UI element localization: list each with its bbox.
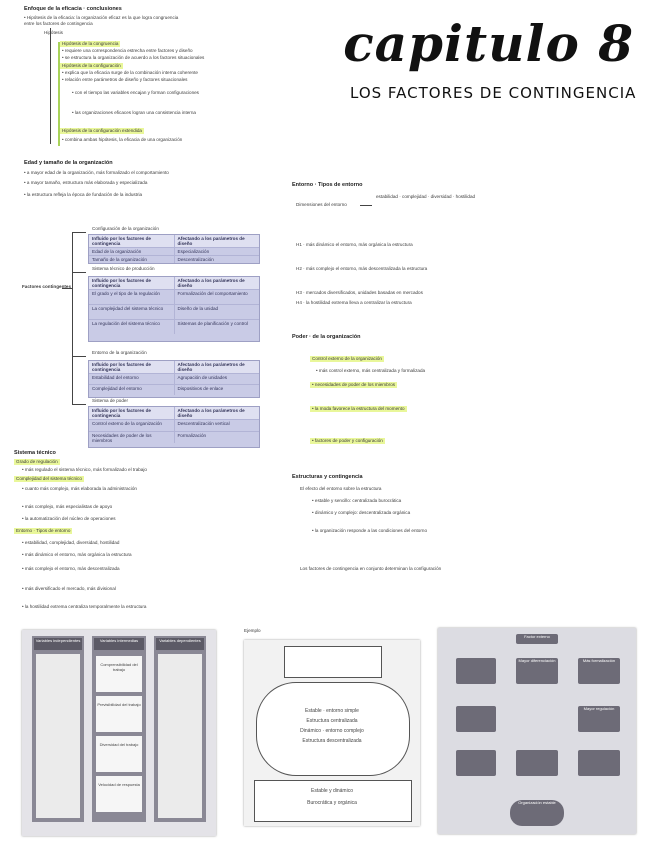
note-highlight: • factores de poder y configuración [310,438,385,445]
note-line: • las organizaciones eficaces logran una… [72,110,196,115]
note-line: • a mayor edad de la organización, más f… [24,170,169,175]
note-highlight: Hipótesis de la congruencia [60,41,121,48]
note-highlight: Entorno · Tipos de entorno [14,528,73,535]
note-highlight: • necesidades de poder de los miembros [310,382,398,389]
note-line: El efecto del entorno sobre la estructur… [300,486,382,491]
note-line: estabilidad · complejidad · diversidad ·… [376,194,476,199]
note-line: • la automatización del núcleo de operac… [22,516,116,521]
contingency-table: Influido por los factores de contingenci… [88,276,260,342]
note-line: entre los factores de contingencia [24,21,93,26]
notes-heading: Sistema técnico [14,450,56,456]
branch-label: Configuración de la organización [92,226,159,231]
notes-heading: Estructuras y contingencia [292,474,363,480]
note-line: H1 · más dinámico el entorno, más orgáni… [296,242,413,247]
note-line: • explica que la eficacia surge de la co… [62,70,198,75]
note-highlight: Complejidad del sistema técnico [14,476,84,483]
note-line: Hipótesis [44,30,63,35]
note-line: • más regulado el sistema técnico, más f… [22,467,147,472]
note-line: • la hostilidad extrema centraliza tempo… [22,604,147,609]
note-line: Los factores de contingencia en conjunto… [300,566,442,571]
notes-heading: Poder · de la organización [292,334,361,340]
note-line: • relación entre parámetros de diseño y … [62,77,188,82]
note-line: • combina ambas hipótesis, la eficacia d… [62,137,183,142]
note-line: • estable y sencillo: centralizada buroc… [312,498,402,503]
note-line: • estabilidad, complejidad, diversidad, … [22,540,120,545]
photo-label: Ejemplo [244,628,261,633]
contingency-table: Influido por los factores de contingenci… [88,234,260,264]
chapter-title: capitulo 8 [343,14,634,73]
note-line: • requiere una correspondencia estrecha … [62,48,193,53]
note-line: • más complejo el entorno, más descentra… [22,566,120,571]
note-line: • Hipótesis de la eficacia: la organizac… [24,15,179,20]
contingency-table: Influido por los factores de contingenci… [88,406,260,448]
note-line: Dimensiones del entorno [296,202,347,207]
branch-label: Sistema de poder [92,398,129,403]
note-highlight: • la moda favorece la estructura del mom… [310,406,407,413]
note-line: • a mayor tamaño, estructura más elabora… [24,180,148,185]
note-line: • más dinámico el entorno, más orgánica … [22,552,132,557]
notes-heading: Edad y tamaño de la organización [24,160,113,166]
note-highlight: Hipótesis de la configuración [60,63,123,70]
photo-flowchart: Factor externo Mayor diferenciación Más … [438,628,636,834]
photo-environment-diagram: Estable · entorno simple Estructura cent… [244,640,420,826]
note-line: H2 · más complejo el entorno, más descen… [296,266,428,271]
note-line: • se estructura la organización de acuer… [62,55,205,60]
branch-label: Sistema técnico de producción [92,266,155,271]
notes-heading: Enfoque de la eficacia · conclusiones [24,6,122,12]
branch-root-label: Factores contingentes [22,284,72,289]
branch-label: Entorno de la organización [92,350,147,355]
contingency-table: Influido por los factores de contingenci… [88,360,260,398]
note-highlight: Control externo de la organización [310,356,384,363]
note-line: • más control externo, más centralizada … [316,368,426,373]
note-line: • la estructura refleja la época de fund… [24,192,143,197]
notes-heading: Entorno · Tipos de entorno [292,182,363,188]
note-line: • más complejo, más especialistas de apo… [22,504,113,509]
note-line: H3 · mercados diversificados, unidades b… [296,290,423,295]
note-line: • cuanto más complejo, más elaborada la … [22,486,137,491]
note-highlight: Grado de regulación [14,459,60,466]
note-line: • la organización responde a las condici… [312,528,427,533]
photo-variables-diagram: Variables independientes Variables inter… [22,630,216,836]
note-line: • con el tiempo las variables encajan y … [72,90,199,95]
note-line: H4 · la hostilidad extrema lleva a centr… [296,300,412,305]
note-line: • dinámico y complejo: descentralizada o… [312,510,411,515]
chapter-subtitle: LOS FACTORES DE CONTINGENCIA [350,84,637,102]
note-highlight: Hipótesis de la configuración extendida [60,128,144,135]
note-line: • más diversificado el mercado, más divi… [22,586,116,591]
